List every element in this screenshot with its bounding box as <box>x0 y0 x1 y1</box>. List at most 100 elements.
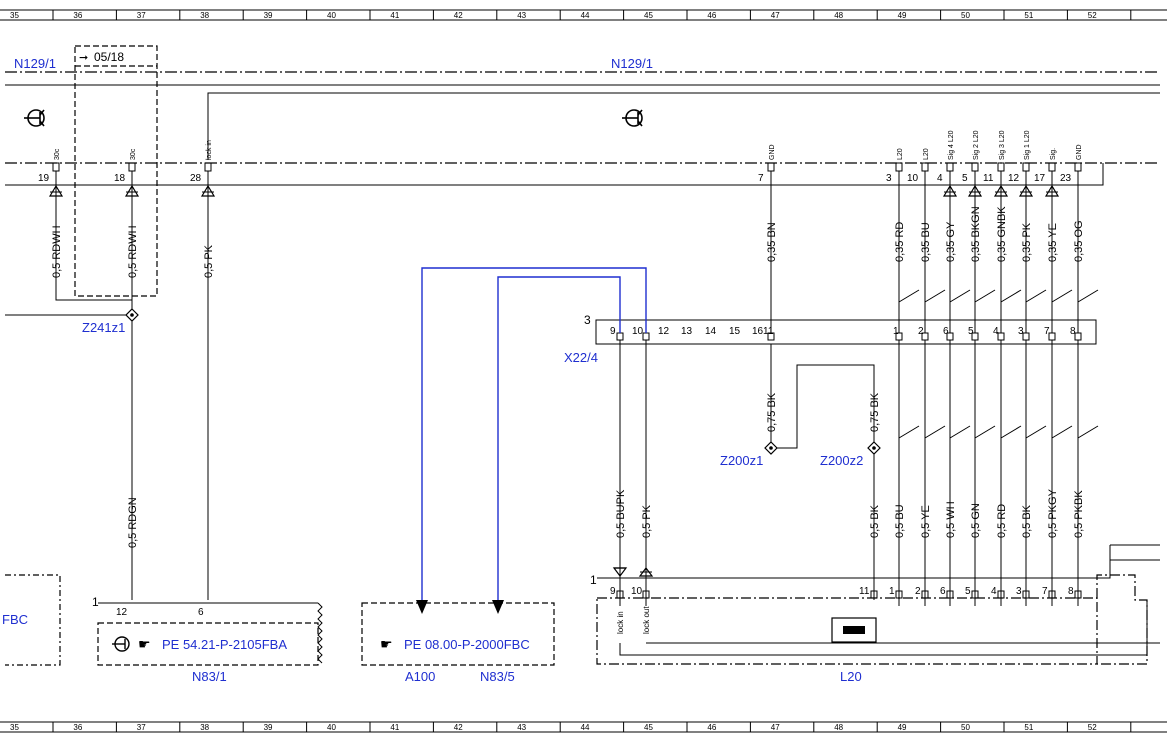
l20-connector-number: 1 <box>590 573 597 587</box>
pin-number: 16 <box>752 326 764 337</box>
module-label-fbc: FBC <box>2 612 28 627</box>
splice-label-z241z1: Z241z1 <box>82 320 125 335</box>
splice-point-icon <box>764 441 778 455</box>
pin-signal-label: Sig 2 L20 <box>973 130 980 160</box>
pin-signal-label: lock in <box>206 140 213 160</box>
wire-label: 0,5 PK <box>641 504 653 538</box>
wire-label: 0,5 BUPK <box>615 489 627 538</box>
pin-number: 1 <box>893 326 899 337</box>
pin-signal-label: L20 <box>923 148 930 160</box>
module-label-n83-5: N83/5 <box>480 669 515 684</box>
reference-pe-54-21[interactable]: PE 54.21-P-2105FBA <box>162 637 287 652</box>
pin-number: 4 <box>993 326 999 337</box>
pin-number: 10 <box>632 326 644 337</box>
ground-symbol-icon <box>112 636 130 652</box>
wire-label: 0,35 RD <box>894 222 906 262</box>
grid-column-label: 36 <box>73 11 82 20</box>
wire-label: 0,5 PKGY <box>1047 488 1059 538</box>
grid-column-label: 36 <box>73 723 82 732</box>
pin-number: 23 <box>1060 173 1072 184</box>
grid-column-label: 49 <box>898 11 907 20</box>
wire-label: 0,5 RDGN <box>127 497 139 548</box>
wire-label: 0,35 BKGN <box>970 206 982 262</box>
wire-label: 0,35 PK <box>1021 222 1033 262</box>
grid-column-label: 45 <box>644 723 653 732</box>
grid-column-label: 51 <box>1024 11 1033 20</box>
grid-column-label: 41 <box>390 11 399 20</box>
pin-number: 5 <box>962 173 968 184</box>
pin-number: 18 <box>114 173 126 184</box>
grid-column-label: 48 <box>834 723 843 732</box>
wire-label: 0,5 RDWH <box>127 225 139 278</box>
pin-number: 11 <box>983 173 994 184</box>
inner-label-lock-out: lock out <box>642 606 651 634</box>
pin-number: 6 <box>943 326 949 337</box>
pin-signal-label: GND <box>1076 144 1083 160</box>
pin-signal-label: Sig 4 L20 <box>948 130 955 160</box>
pin-number: 2 <box>918 326 924 337</box>
grid-column-label: 46 <box>707 11 716 20</box>
splice-point-icon <box>125 308 139 322</box>
ground-symbol-icon <box>24 109 45 127</box>
pin-number: 12 <box>658 326 670 337</box>
grid-column-label: 41 <box>390 723 399 732</box>
grid-column-label: 37 <box>137 11 146 20</box>
pin-number: 11 <box>859 586 870 597</box>
note-ref-label: 05/18 <box>94 50 124 64</box>
pin-number: 14 <box>705 326 717 337</box>
module-label-l20: L20 <box>840 669 862 684</box>
module-label-n83-1: N83/1 <box>192 669 227 684</box>
grid-column-label: 47 <box>771 723 780 732</box>
pin-signal-label: Sig. <box>1050 148 1057 160</box>
wire-label: 0,5 BK <box>1021 504 1033 538</box>
wire-label: 0,5 YE <box>920 505 932 538</box>
grid-column-label: 40 <box>327 723 336 732</box>
reference-pe-08-00[interactable]: PE 08.00-P-2000FBC <box>404 637 530 652</box>
grid-column-label: 47 <box>771 11 780 20</box>
pin-signal-label: 30c <box>54 148 61 160</box>
n83-1-connector-number: 1 <box>92 595 99 609</box>
pin-number: 7 <box>758 173 764 184</box>
grid-column-label: 38 <box>200 723 209 732</box>
connector-label-x22-4: X22/4 <box>564 350 598 365</box>
pointing-hand-icon: ☛ <box>138 636 151 652</box>
module-label-n129-left: N129/1 <box>14 56 56 71</box>
wire-label: 0,5 RDWH <box>51 225 63 278</box>
x22-connector-number: 3 <box>584 313 591 327</box>
grid-column-label: 35 <box>10 11 19 20</box>
pin-number: 12 <box>116 607 128 618</box>
wire-label: 0,75 BK <box>766 392 778 432</box>
pin-number: 13 <box>681 326 693 337</box>
pin-number: 3 <box>1018 326 1024 337</box>
grid-column-label: 42 <box>454 11 463 20</box>
pin-number: 4 <box>937 173 943 184</box>
grid-column-label: 43 <box>517 11 526 20</box>
grid-column-label: 52 <box>1088 723 1097 732</box>
pin-number: 7 <box>1044 326 1050 337</box>
pin-number: 15 <box>729 326 741 337</box>
wire-label: 0,5 RD <box>996 504 1008 538</box>
pin-number: 6 <box>940 586 946 597</box>
wire-label: 0,5 PKBK <box>1073 490 1085 538</box>
pin-number: 8 <box>1068 586 1074 597</box>
splice-label-z200z2: Z200z2 <box>820 453 863 468</box>
wire-label: 0,75 BK <box>869 392 881 432</box>
wire-label: 0,35 BN <box>766 222 778 262</box>
pin-number: 9 <box>610 586 616 597</box>
pin-number: 3 <box>886 173 892 184</box>
pin-signal-label: GND <box>769 144 776 160</box>
grid-column-label: 49 <box>898 723 907 732</box>
grid-column-label: 50 <box>961 723 970 732</box>
grid-column-label: 50 <box>961 11 970 20</box>
grid-column-label: 44 <box>581 723 590 732</box>
splice-label-z200z1: Z200z1 <box>720 453 763 468</box>
ground-symbol-icon <box>622 109 643 127</box>
battery-icon <box>831 617 877 643</box>
pin-number: 6 <box>198 607 204 618</box>
grid-column-label: 46 <box>707 723 716 732</box>
